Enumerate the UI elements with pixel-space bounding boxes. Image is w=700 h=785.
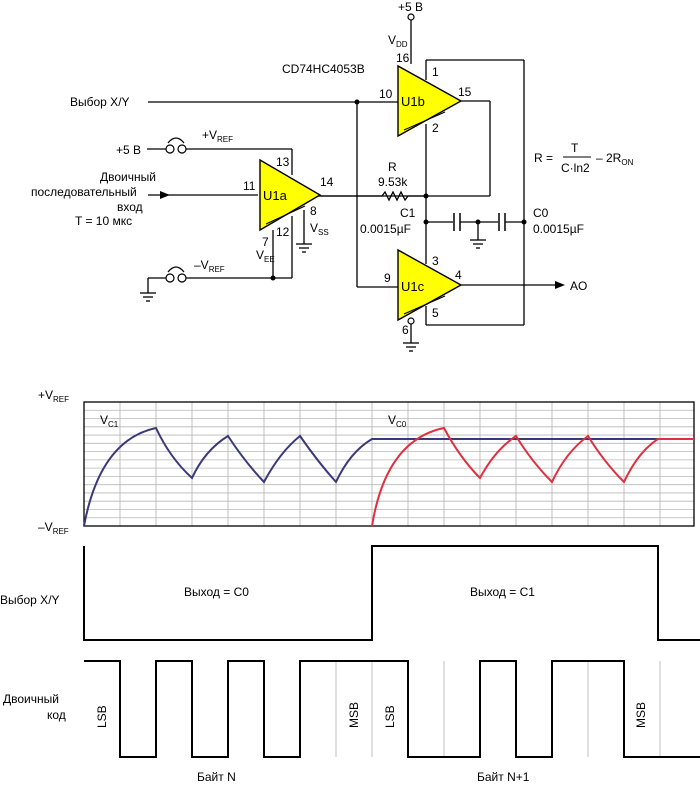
input-line-1: Двоичный — [100, 170, 156, 184]
select-input-label: Выбор X/Y — [70, 95, 130, 109]
vref-plus-label: +VREF — [202, 128, 233, 144]
r-value: 9.53k — [378, 175, 408, 189]
output-c0-label: Выход = C0 — [184, 585, 249, 599]
input-line-3: вход — [117, 200, 143, 214]
pin-13: 13 — [276, 155, 290, 169]
pin-11: 11 — [243, 179, 256, 193]
output-label: AO — [570, 279, 587, 293]
msb-label-2: MSB — [634, 702, 648, 728]
byte-n1-label: Байт N+1 — [477, 770, 530, 784]
pin-1: 1 — [432, 65, 439, 79]
pin-14: 14 — [320, 175, 334, 189]
u1a-label: U1a — [263, 188, 288, 203]
pin-3: 3 — [432, 254, 439, 268]
pin-15: 15 — [458, 85, 472, 99]
input-line-4: T = 10 мкс — [75, 214, 132, 228]
c1-name: C1 — [400, 206, 416, 220]
supply-top-terminal — [407, 13, 415, 21]
c0-name: C0 — [533, 206, 549, 220]
formula-denominator: C·ln2 — [561, 161, 590, 175]
binary-label-2: код — [47, 708, 66, 722]
select-row-label: Выбор X/Y — [0, 593, 60, 607]
vc1-waveform — [83, 426, 658, 527]
formula-tail: – 2RON — [596, 151, 634, 167]
formula-numerator: T — [571, 141, 579, 155]
vref-top-label: +VREF — [38, 388, 69, 404]
lsb-label-2: LSB — [383, 705, 397, 728]
pin-10: 10 — [379, 87, 393, 101]
vss-label: VSS — [310, 221, 329, 237]
pin-4: 4 — [455, 268, 462, 282]
pin-6: 6 — [402, 323, 409, 337]
input-line-2: последовательный — [31, 185, 137, 199]
vee-label: VEE — [256, 248, 275, 264]
vc1-label: VC1 — [100, 413, 119, 429]
supply-left-label: +5 В — [116, 143, 141, 157]
pin-12: 12 — [276, 225, 290, 239]
supply-top-label: +5 В — [398, 0, 423, 14]
waveform-frame — [83, 401, 695, 527]
pin-5: 5 — [432, 306, 439, 320]
pin-8: 8 — [310, 204, 317, 218]
pin-7: 7 — [262, 235, 269, 249]
select-waveform — [83, 545, 700, 641]
binary-waveform — [84, 660, 700, 758]
timing-grid — [84, 402, 694, 526]
pin-2: 2 — [432, 121, 439, 135]
c1-value: 0.0015µF — [360, 222, 411, 236]
resistor — [320, 190, 426, 202]
pin-9: 9 — [384, 271, 391, 285]
binary-label-1: Двоичный — [3, 692, 59, 706]
chip-name: CD74HC4053B — [282, 62, 365, 76]
r-name: R — [388, 160, 397, 174]
u1c-label: U1c — [401, 279, 425, 294]
vdd-label: VDD — [388, 33, 408, 49]
vref-bottom-label: –VREF — [38, 520, 69, 536]
vc0-waveform — [371, 426, 694, 527]
formula-left: R = — [534, 151, 553, 165]
vc0-label: VC0 — [388, 413, 407, 429]
vref-minus-label: –VREF — [194, 258, 225, 274]
c0-value: 0.0015µF — [533, 222, 584, 236]
output-c1-label: Выход = C1 — [470, 585, 535, 599]
u1b-label: U1b — [401, 94, 425, 109]
byte-n-label: Байт N — [197, 770, 236, 784]
pin-16: 16 — [396, 51, 410, 65]
lsb-label-1: LSB — [95, 705, 109, 728]
msb-label-1: MSB — [347, 702, 361, 728]
